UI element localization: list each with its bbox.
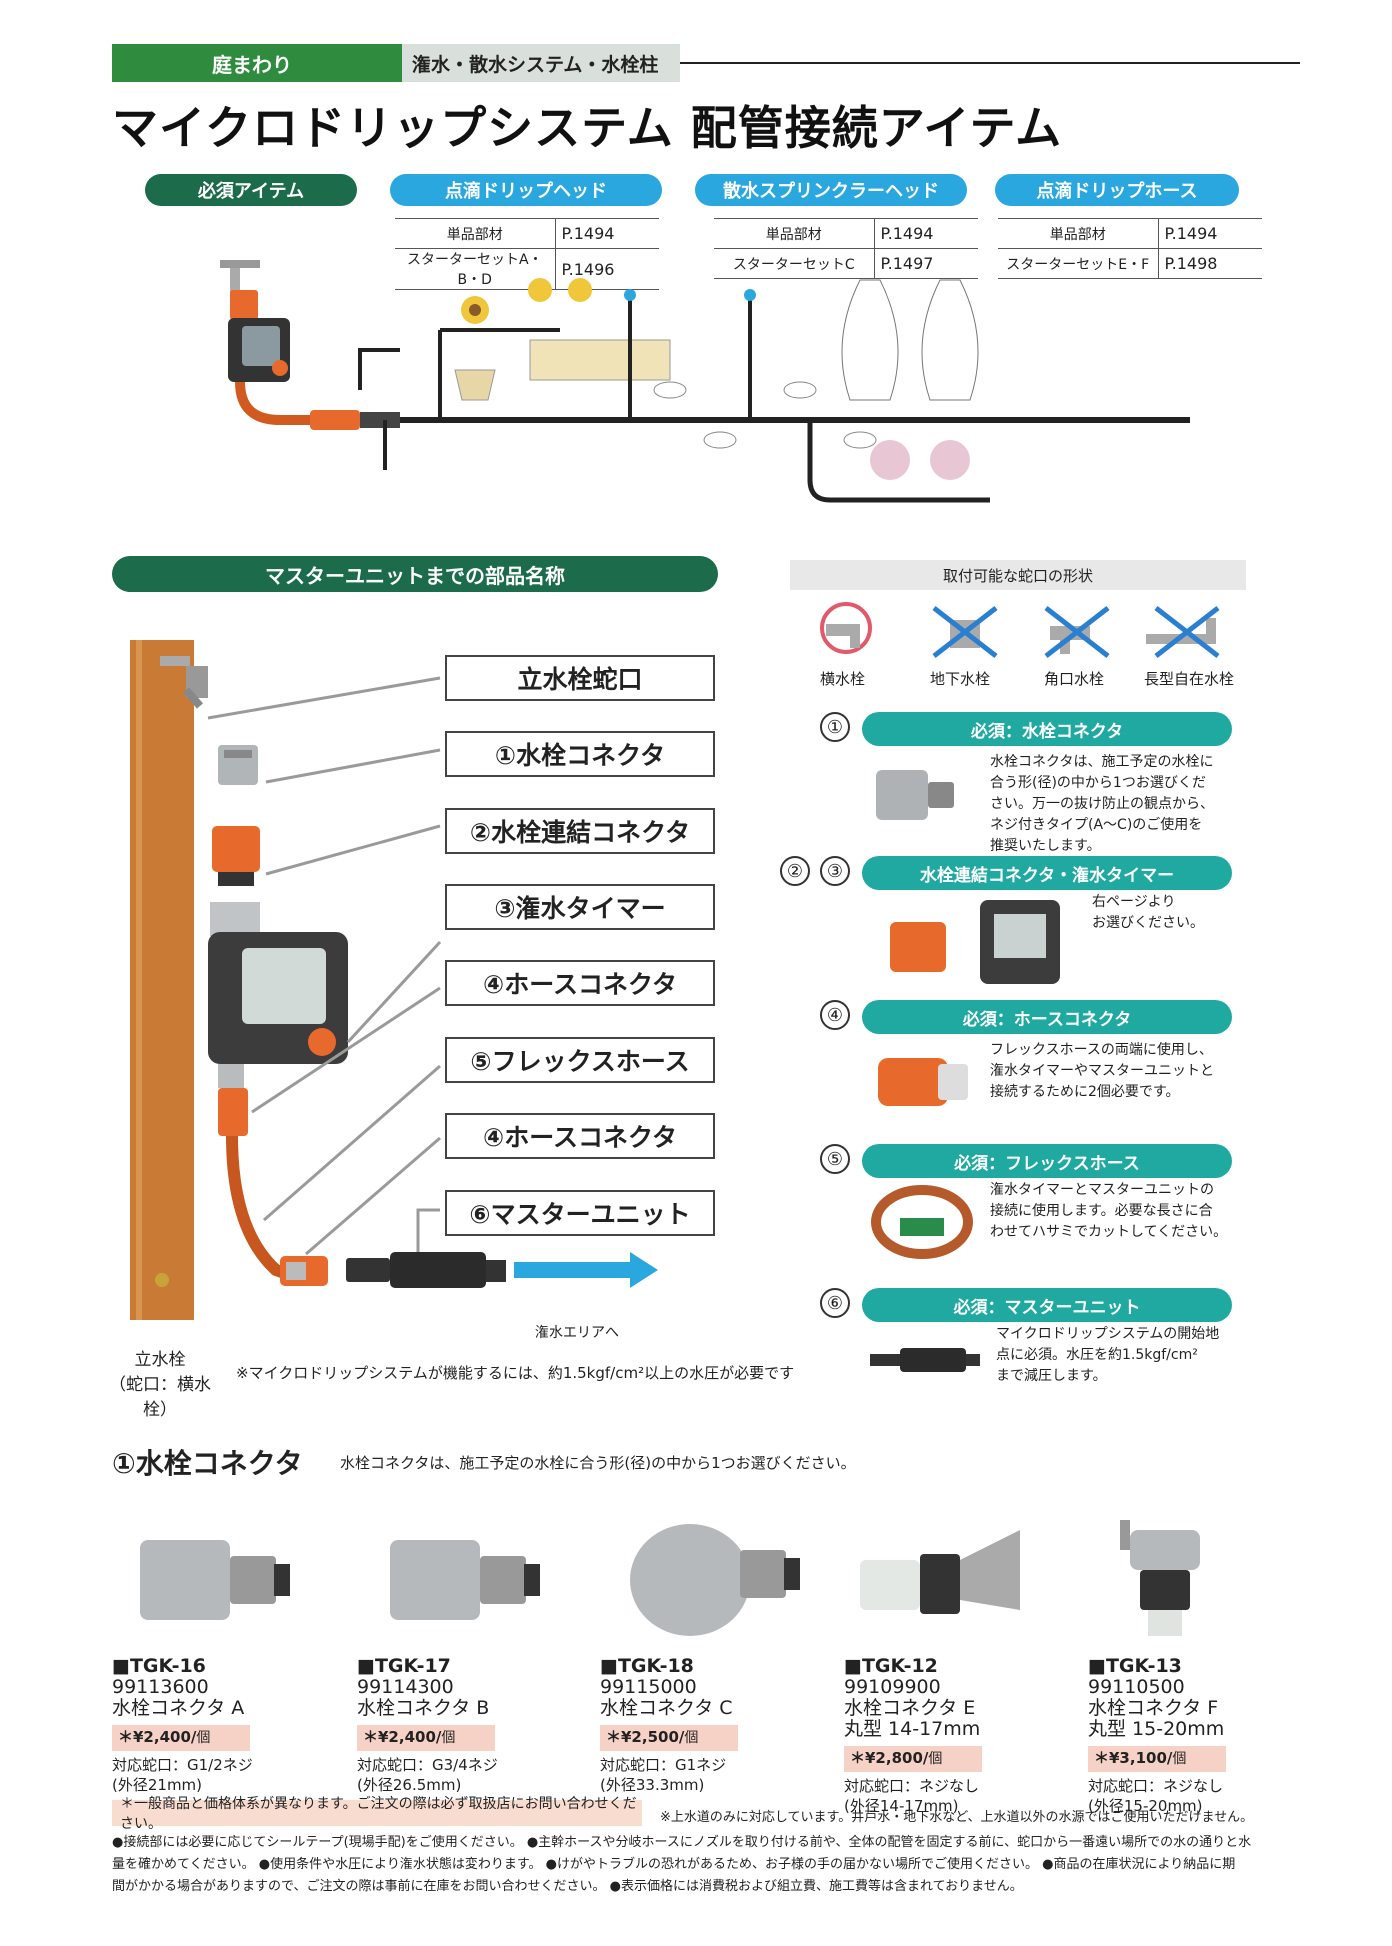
faucet-underground-icon — [932, 606, 998, 658]
req-num-5: ⑤ — [820, 1144, 850, 1174]
label-faucet-connector: ①水栓コネクタ — [445, 731, 715, 777]
pill-required-items: 必須アイテム — [145, 174, 357, 206]
faucet-types-heading: 取付可能な蛇口の形状 — [790, 560, 1246, 590]
pill-drip-hose: 点滴ドリップホース — [995, 174, 1239, 206]
product-photo-tgk12 — [860, 1530, 1020, 1614]
product-photo-tgk16 — [140, 1540, 290, 1620]
req-num-4: ④ — [820, 1000, 850, 1030]
products-photos — [140, 1520, 1200, 1636]
product-photo-tgk18 — [630, 1524, 800, 1636]
category-tab: 庭まわり — [112, 44, 402, 82]
faucet-types-icons — [820, 602, 1220, 658]
pressure-note: ※マイクロドリップシステムが機能するには、約1.5kgf/cm²以上の水圧が必要… — [236, 1364, 795, 1382]
pill-drip-head: 点滴ドリップヘッド — [390, 174, 662, 206]
label-hose-connector-1: ④ホースコネクタ — [445, 960, 715, 1006]
product-photo-tgk17 — [390, 1540, 540, 1620]
pricing-note: ＊一般商品と価格体系が異なります。ご注文の際は必ず取扱店にお問い合わせください。 — [112, 1796, 642, 1832]
label-hose-connector-2: ④ホースコネクタ — [445, 1113, 715, 1159]
req-desc-5: 潅水タイマーとマスターユニットの接続に使用します。必要な長さに合わせてハサミでカ… — [990, 1182, 1228, 1240]
req-title-1: 必須：水栓コネクタ — [862, 712, 1232, 746]
master-unit-photo — [870, 1348, 980, 1372]
faucet-label-underground: 地下水栓 — [930, 670, 991, 688]
req-num-6: ⑥ — [820, 1288, 850, 1318]
label-master-unit: ⑥マスターユニット — [445, 1190, 715, 1236]
faucet-square-icon — [1044, 606, 1110, 658]
req-num-3: ③ — [820, 856, 850, 886]
product-card-tgk13[interactable]: ■TGK-13 99110500 水栓コネクタ F 丸型 15-20mm ＊¥3… — [1088, 1656, 1227, 1816]
product-card-tgk12[interactable]: ■TGK-12 99109900 水栓コネクタ E 丸型 14-17mm ＊¥2… — [844, 1656, 983, 1816]
header-rule — [680, 62, 1300, 64]
faucet-label-long-swivel: 長型自在水栓 — [1144, 670, 1235, 688]
pill-sprinkler-head: 散水スプリンクラーヘッド — [695, 174, 967, 206]
label-faucet-joint-connector: ②水栓連結コネクタ — [445, 808, 715, 854]
faucet-connector-photo — [876, 770, 954, 820]
hose-connector-photo — [878, 1058, 968, 1106]
post-caption: 立水栓 （蛇口：横水栓） — [109, 1350, 211, 1420]
label-standpipe-faucet: 立水栓蛇口 — [445, 655, 715, 701]
product-photo-tgk13 — [1120, 1520, 1200, 1636]
req-title-6: 必須：マスターユニット — [862, 1288, 1232, 1322]
req-desc-4: フレックスホースの両端に使用し、潅水タイマーやマスターユニットと接続するために2… — [990, 1042, 1214, 1100]
joint-timer-photo — [890, 900, 1060, 984]
req-title-2: 水栓連結コネクタ・潅水タイマー — [862, 856, 1232, 890]
faucet-label-square: 角口水栓 — [1044, 670, 1105, 688]
waterworks-note: ※上水道のみに対応しています。井戸水・地下水など、上水道以外の水源ではご使用いた… — [660, 1810, 1254, 1825]
faucet-label-horizontal: 横水栓 — [820, 670, 866, 688]
product-card-tgk18[interactable]: ■TGK-18 99115000 水栓コネクタ C ＊¥2,500/個 対応蛇口… — [600, 1656, 739, 1795]
label-irrigation-timer: ③潅水タイマー — [445, 884, 715, 930]
faucet-horizontal-icon — [820, 602, 872, 654]
product-card-tgk16[interactable]: ■TGK-16 99113600 水栓コネクタ A ＊¥2,400/個 対応蛇口… — [112, 1655, 253, 1794]
products-heading: ①水栓コネクタ — [112, 1447, 303, 1480]
flow-caption: 潅水エリアへ — [535, 1325, 619, 1341]
faucet-long-swivel-icon — [1146, 606, 1220, 658]
footer-notes: ●接続部には必要に応じてシールテープ(現場手配)をご使用ください。 ●主幹ホース… — [112, 1835, 1252, 1894]
req-desc-1: 水栓コネクタは、施工予定の水栓に合う形(径)の中から1つお選びください。万一の抜… — [990, 754, 1214, 854]
parts-heading: マスターユニットまでの部品名称 — [112, 556, 718, 592]
label-flex-hose: ⑤フレックスホース — [445, 1037, 715, 1083]
parts-illustration — [130, 640, 658, 1320]
flex-hose-photo — [871, 1185, 973, 1259]
req-num-1: ① — [820, 712, 850, 742]
req-desc-2: 右ページよりお選びください。 — [1092, 894, 1204, 931]
req-title-5: 必須：フレックスホース — [862, 1144, 1232, 1178]
system-illustration — [220, 260, 1190, 503]
req-num-2: ② — [780, 856, 810, 886]
product-card-tgk17[interactable]: ■TGK-17 99114300 水栓コネクタ B ＊¥2,400/個 対応蛇口… — [357, 1655, 498, 1794]
subcategory-tab: 潅水・散水システム・水栓柱 — [402, 44, 680, 82]
page-title: マイクロドリップシステム 配管接続アイテム — [112, 101, 1063, 155]
products-subtext: 水栓コネクタは、施工予定の水栓に合う形(径)の中から1つお選びください。 — [340, 1454, 856, 1472]
req-title-4: 必須：ホースコネクタ — [862, 1000, 1232, 1034]
